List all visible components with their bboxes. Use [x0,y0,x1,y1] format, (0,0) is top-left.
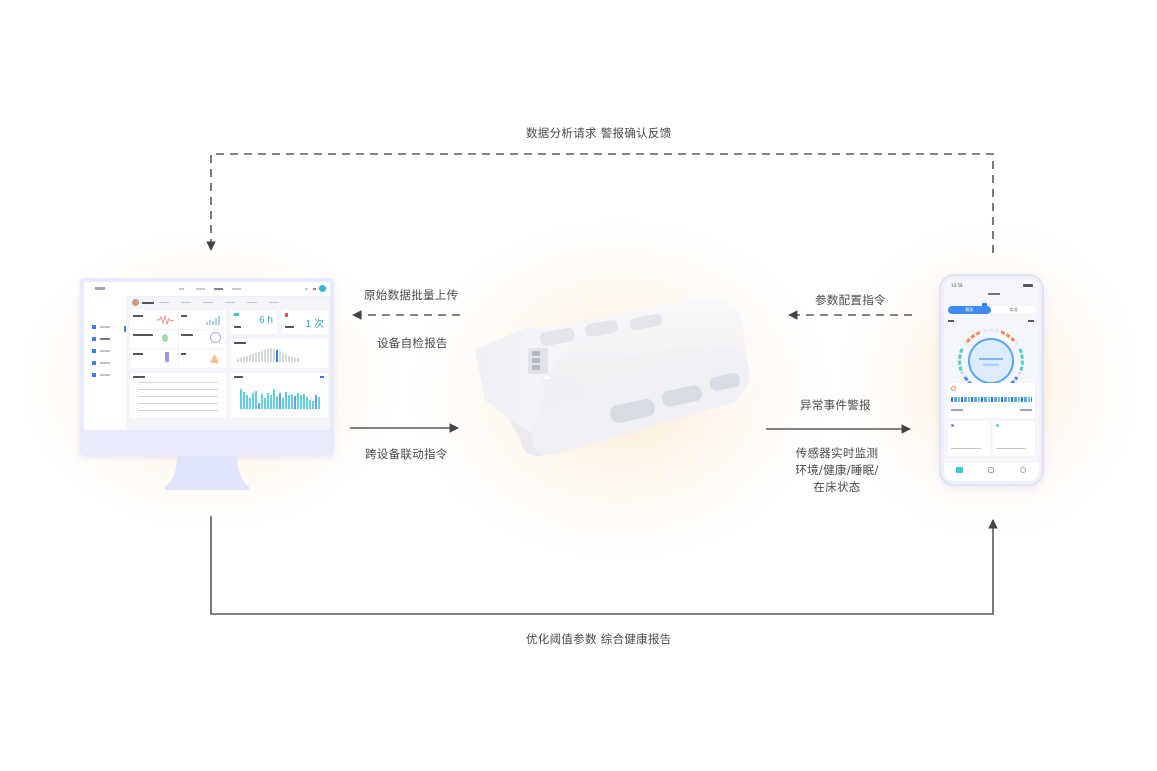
sleep-duration-value: 6 h [259,315,273,326]
user-avatar-icon [319,285,326,292]
label-line-3: 在床状态 [813,480,861,494]
mobile-phone: 10:58 概览 实况 [941,276,1042,484]
edge-top-loop [206,153,994,253]
heart-rate-wave [156,315,174,325]
label-cross-device: 跨设备联动指令 [365,447,448,461]
sleep-stage-card [948,383,1035,418]
sleep-quality-bars [237,347,299,362]
alarm-count-card: 1 次 [282,310,328,334]
monitor-stand [165,456,249,490]
pc-sidebar [84,296,126,430]
monthly-bars [240,385,320,409]
monthly-chart-card [231,373,328,418]
health-card-2 [993,421,1035,456]
mobile-logo [982,292,1002,307]
label-abnormal-alarm: 异常事件警报 [800,398,871,412]
nav-profile-icon[interactable] [1020,467,1026,473]
alarm-count-value: 1 次 [305,319,324,330]
sensor-device [475,297,750,456]
sleep-quality-card [231,339,328,368]
clock-icon [210,332,221,343]
sleep-gauge [958,328,1024,394]
pc-dashboard-screen: 6 h 1 次 [84,282,330,430]
sleep-stage-strip [951,397,1032,402]
event-table-rows [138,382,218,412]
app-logo [88,286,108,301]
vitals-card [130,310,226,368]
patient-avatar [132,299,139,306]
bulb-icon [162,334,168,342]
thermo-icon [165,352,169,362]
label-realtime-monitor: 传感器实时监测 环境/健康/睡眠/ 在床状态 [792,445,882,496]
pc-monitor: 6 h 1 次 [80,278,334,456]
label-line-1: 传感器实时监测 [795,446,879,460]
label-bottom-loop: 优化阈值参数 综合健康报告 [526,632,672,646]
mobile-bottom-nav [944,463,1039,481]
tab-live[interactable]: 实况 [1009,307,1018,312]
mobile-tab-bar: 概览 实况 [948,306,1035,314]
status-time: 10:58 [951,283,963,288]
tab-overview[interactable]: 概览 [948,306,991,314]
health-card-1 [948,421,990,456]
mobile-app-screen: 10:58 概览 实况 [944,279,1039,481]
humidity-icon [210,354,219,363]
label-top-loop: 数据分析请求 警报确认反馈 [526,126,672,140]
edge-bottom-loop [210,516,998,615]
battery-icon [1023,284,1033,287]
pc-topbar [84,282,330,301]
label-line-2: 环境/健康/睡眠/ [795,463,879,477]
label-param-config: 参数配置指令 [815,293,886,307]
event-table-card [130,373,226,418]
sleep-duration-card: 6 h [231,310,277,334]
label-self-check: 设备自检报告 [377,336,448,350]
nav-health-icon[interactable] [988,467,994,473]
label-raw-upload: 原始数据批量上传 [364,288,459,302]
nav-home-icon[interactable] [956,467,963,473]
